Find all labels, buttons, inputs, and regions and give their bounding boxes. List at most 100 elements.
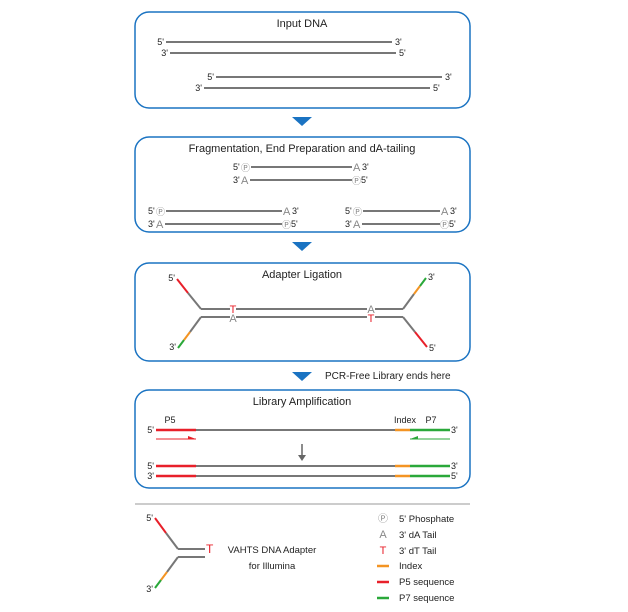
end-label: 3': [148, 219, 155, 229]
dt-tail-icon: T: [380, 545, 387, 557]
step-box-fragmentation: [134, 136, 471, 233]
index-segment: [183, 331, 191, 341]
legend-item: Index: [377, 561, 422, 572]
da-tail-icon: A: [156, 219, 164, 231]
end-label: 3': [161, 48, 168, 58]
end-label: 5': [433, 83, 440, 93]
p5-segment: [414, 331, 428, 348]
legend-item: T 3' dT Tail: [380, 545, 437, 557]
legend: Ⓟ 5' Phosphate A 3' dA Tail T 3' dT Tail…: [377, 513, 454, 604]
end-label: 3': [451, 425, 458, 435]
end-label: 5': [233, 162, 240, 172]
end-label: 3': [292, 206, 299, 216]
end-label: 3': [146, 584, 153, 594]
index-segment: [413, 285, 421, 295]
da-tail-icon: A: [379, 529, 387, 541]
p5-segment: [176, 278, 189, 294]
end-label: 5': [399, 48, 406, 58]
end-label: 5': [147, 425, 154, 435]
da-tail-icon: A: [353, 219, 361, 231]
end-label: 3': [451, 461, 458, 471]
end-label: 3': [395, 37, 402, 47]
step-title: Fragmentation, End Preparation and dA-ta…: [189, 143, 416, 155]
step-box-adapter-ligation: [134, 262, 471, 362]
end-label: 5': [291, 219, 298, 229]
primer-arrow-icon: [410, 436, 418, 439]
legend-item: A 3' dA Tail: [379, 529, 436, 541]
da-tail-icon: A: [441, 206, 449, 218]
step-box-input-dna: [134, 11, 471, 109]
library-template: P5 Index P7 5' 3': [147, 415, 458, 440]
pcr-free-note: PCR-Free Library ends here: [325, 371, 451, 382]
index-label: Index: [394, 415, 417, 425]
adapter-name-line1: VAHTS DNA Adapter: [228, 545, 317, 556]
dt-tail-icon: T: [230, 304, 237, 316]
da-tail-icon: A: [353, 162, 361, 174]
amplified-library: 5' 3' 3' 5': [147, 461, 458, 481]
legend-item: P5 sequence: [377, 577, 454, 588]
strand: [165, 532, 179, 550]
p7-label: P7: [425, 415, 436, 425]
p7-segment: [154, 579, 162, 589]
legend-item: P7 sequence: [377, 593, 454, 604]
phosphate-icon: Ⓟ: [353, 207, 362, 217]
dna-duplex: 5' 3' 3' 5': [195, 72, 452, 93]
end-label: 5': [168, 273, 175, 283]
phosphate-icon: Ⓟ: [440, 220, 449, 230]
end-label: 5': [146, 513, 153, 523]
legend-item: Ⓟ 5' Phosphate: [378, 513, 454, 525]
legend-label: 5' Phosphate: [399, 514, 454, 525]
down-arrow-icon: [298, 455, 306, 461]
end-label: 3': [233, 175, 240, 185]
end-label: 3': [450, 206, 457, 216]
end-label: 3': [362, 162, 369, 172]
dt-tail-icon: T: [206, 542, 214, 556]
dna-fragment: 5' Ⓟ A 3' 3' A Ⓟ 5': [148, 206, 299, 231]
phosphate-icon: Ⓟ: [352, 176, 361, 186]
p5-label: P5: [164, 415, 175, 425]
adapter-left: 5' 3': [168, 273, 230, 352]
end-label: 3': [169, 342, 176, 352]
end-label: 5': [148, 206, 155, 216]
end-label: 5': [147, 461, 154, 471]
legend-label: Index: [399, 561, 422, 572]
p5-segment: [154, 517, 167, 534]
legend-label: P7 sequence: [399, 593, 454, 604]
step-box-library-amplification: [134, 389, 471, 489]
da-tail-icon: A: [229, 313, 237, 325]
end-label: 3': [195, 83, 202, 93]
dna-fragment: 5' Ⓟ A 3' 3' A Ⓟ 5': [345, 206, 457, 231]
step-title: Library Amplification: [253, 396, 351, 408]
phosphate-icon: Ⓟ: [282, 220, 291, 230]
dna-fragment: 5' Ⓟ A 3' 3' A Ⓟ 5': [233, 162, 369, 187]
down-arrow-icon: [292, 117, 312, 126]
adapter-illustration: T 5' 3': [146, 513, 214, 594]
end-label: 3': [147, 471, 154, 481]
adapter-right: 3' 5': [375, 272, 436, 353]
p7-segment: [419, 277, 427, 287]
end-label: 5': [157, 37, 164, 47]
da-tail-icon: A: [283, 206, 291, 218]
end-label: 5': [449, 219, 456, 229]
strand: [402, 293, 415, 310]
end-label: 3': [345, 219, 352, 229]
end-label: 3': [445, 72, 452, 82]
primer-arrow-icon: [188, 436, 196, 439]
strand: [189, 316, 202, 333]
end-label: 5': [345, 206, 352, 216]
dt-tail-icon: T: [368, 313, 375, 325]
p7-segment: [177, 339, 185, 349]
strand: [402, 316, 416, 333]
strand: [187, 292, 202, 310]
down-arrow-icon: [292, 242, 312, 251]
phosphate-icon: Ⓟ: [241, 163, 250, 173]
index-segment: [160, 571, 168, 581]
strand: [166, 556, 179, 573]
adapter-name-line2: for Illumina: [249, 561, 296, 572]
legend-label: 3' dA Tail: [399, 530, 437, 541]
phosphate-icon: Ⓟ: [156, 207, 165, 217]
da-tail-icon: A: [367, 304, 375, 316]
end-label: 5': [429, 343, 436, 353]
step-title: Adapter Ligation: [262, 269, 342, 281]
